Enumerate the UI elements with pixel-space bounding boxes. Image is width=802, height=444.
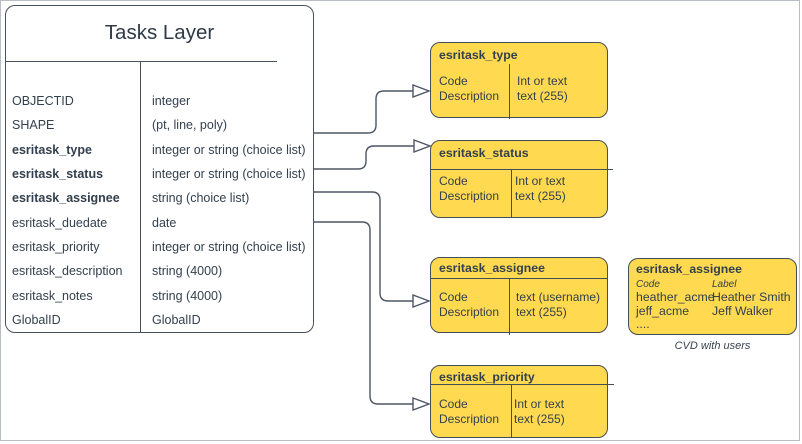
column-divider-line — [509, 64, 510, 119]
field-type: GlobalID — [152, 313, 201, 328]
cvd-box-assignee: esritask_assignee Code Label heather_acm… — [628, 258, 797, 335]
title-divider-line — [430, 169, 613, 170]
field-name: esritask_type — [12, 142, 92, 157]
domain-col-types: Int or text text (255) — [514, 397, 565, 426]
title-divider-line — [430, 278, 608, 279]
arrowhead-priority — [412, 396, 431, 412]
column-divider-line — [140, 61, 141, 332]
field-name: OBJECTID — [12, 94, 74, 108]
domain-title: esritask_priority — [439, 370, 535, 384]
domain-col-fields: Code Description — [439, 397, 500, 426]
field-name: esritask_notes — [12, 288, 93, 303]
field-type: (pt, line, poly) — [152, 118, 228, 133]
domain-col-types: Int or text text (255) — [517, 74, 568, 103]
cvd-codes-column: heather_acme jeff_acme .... — [636, 290, 715, 332]
domain-box-status: esritask_status Code Description Int or … — [430, 140, 613, 218]
title-divider-line — [430, 384, 614, 385]
field-name: GlobalID — [12, 313, 61, 328]
field-name: esritask_duedate — [12, 215, 108, 230]
domain-col-fields: Code Description — [439, 174, 500, 203]
connector-assignee — [314, 191, 414, 302]
field-name: esritask_assignee — [12, 191, 120, 206]
domain-box-assignee: esritask_assignee Code Description text … — [430, 257, 608, 335]
connector-type — [314, 90, 414, 134]
table-row: GlobalID GlobalID — [6, 308, 313, 332]
title-divider-line — [5, 61, 277, 62]
table-row: esritask_status integer or string (choic… — [6, 162, 313, 186]
table-row: esritask_notes string (4000) — [6, 284, 313, 308]
domain-box-priority: esritask_priority Code Description Int o… — [430, 365, 614, 438]
arrowhead-assignee — [412, 293, 431, 309]
domain-col-types: text (username) text (255) — [516, 290, 601, 319]
column-divider-line — [511, 169, 512, 217]
tasks-layer-title: Tasks Layer — [104, 21, 215, 44]
arrowhead-status — [413, 138, 432, 154]
domain-box-type: esritask_type Code Description Int or te… — [430, 42, 608, 119]
column-divider-line — [509, 278, 510, 335]
field-type: integer or string (choice list) — [152, 240, 306, 255]
field-type: string (4000) — [152, 264, 223, 279]
table-row: OBJECTID integer — [6, 89, 313, 113]
field-name: esritask_description — [12, 264, 123, 279]
field-name: SHAPE — [12, 118, 55, 133]
field-type: integer — [152, 94, 191, 108]
cvd-title: esritask_assignee — [636, 262, 742, 276]
table-row: esritask_duedate date — [6, 211, 313, 235]
field-type: string (choice list) — [152, 191, 250, 206]
domain-col-fields: Code Description — [439, 74, 500, 103]
table-row: SHAPE (pt, line, poly) — [6, 113, 313, 137]
field-name: esritask_status — [12, 167, 104, 182]
domain-title: esritask_assignee — [439, 261, 545, 275]
table-row: esritask_assignee string (choice list) — [6, 186, 313, 210]
connector-priority — [314, 221, 414, 405]
cvd-labels-column: Heather Smith Jeff Walker — [712, 290, 791, 318]
field-name: esritask_priority — [12, 240, 100, 255]
field-type: integer or string (choice list) — [152, 142, 306, 157]
field-type: integer or string (choice list) — [152, 167, 306, 182]
domain-col-fields: Code Description — [439, 290, 500, 319]
table-row: esritask_description string (4000) — [6, 259, 313, 283]
cvd-header-code: Code — [636, 279, 660, 290]
tasks-layer-table: Tasks Layer OBJECTID integer SHAPE (pt, … — [5, 5, 314, 333]
domain-title: esritask_status — [439, 146, 529, 160]
table-row: esritask_priority integer or string (cho… — [6, 235, 313, 259]
column-divider-line — [511, 384, 512, 437]
field-rows: OBJECTID integer SHAPE (pt, line, poly) … — [6, 89, 313, 332]
field-type: string (4000) — [152, 288, 223, 303]
field-type: date — [152, 215, 177, 230]
domain-title: esritask_type — [439, 48, 518, 62]
cvd-caption: CVD with users — [674, 340, 751, 352]
cvd-header-label: Label — [712, 279, 737, 290]
arrowhead-type — [412, 83, 431, 99]
table-row: esritask_type integer or string (choice … — [6, 138, 313, 162]
domain-col-types: Int or text text (255) — [515, 174, 566, 203]
connector-status — [314, 145, 415, 170]
